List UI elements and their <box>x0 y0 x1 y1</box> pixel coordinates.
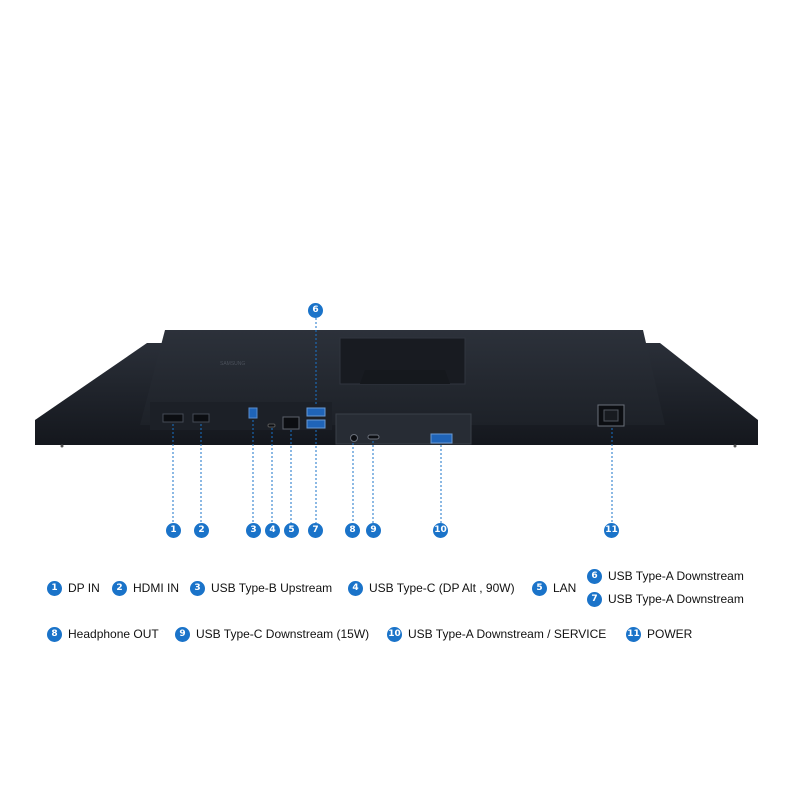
legend-item-1: 1 DP IN <box>47 580 100 596</box>
legend-item-4: 4 USB Type-C (DP Alt , 90W) <box>348 580 515 596</box>
legend-item-11: 11 POWER <box>626 626 692 642</box>
legend-label-6: USB Type-A Downstream <box>608 569 744 583</box>
legend-item-9: 9 USB Type-C Downstream (15W) <box>175 626 369 642</box>
usb-a-port-lower <box>306 419 326 429</box>
legend-item-7: 7 USB Type-A Downstream <box>587 591 744 607</box>
callout-badge-5: 5 <box>284 523 299 538</box>
callout-badge-1: 1 <box>166 523 181 538</box>
callout-badge-6: 6 <box>308 303 323 318</box>
callout-badge-7: 7 <box>308 523 323 538</box>
legend-item-3: 3 USB Type-B Upstream <box>190 580 332 596</box>
legend-badge-6: 6 <box>587 568 602 584</box>
legend-label-9: USB Type-C Downstream (15W) <box>196 627 370 641</box>
lan-port <box>282 416 300 430</box>
callout-badge-10: 10 <box>433 523 448 538</box>
legend-item-6: 6 USB Type-A Downstream <box>587 568 744 584</box>
legend-item-8: 8 Headphone OUT <box>47 626 159 642</box>
usb-a-service-port <box>430 433 453 444</box>
legend-badge-3: 3 <box>190 580 205 596</box>
legend-badge-4: 4 <box>348 580 363 596</box>
usb-b-port <box>248 407 258 419</box>
legend-label-2: HDMI IN <box>133 581 179 595</box>
usb-c-port <box>267 423 276 428</box>
callout-lines <box>172 318 613 523</box>
legend-badge-9: 9 <box>175 626 190 642</box>
legend-badge-8: 8 <box>47 626 62 642</box>
hdmi-port <box>192 413 210 423</box>
legend-badge-1: 1 <box>47 580 62 596</box>
legend-item-5: 5 LAN <box>532 580 576 596</box>
brand-mark: SAMSUNG <box>220 361 245 367</box>
legend-badge-10: 10 <box>387 626 402 642</box>
legend-badge-2: 2 <box>112 580 127 596</box>
callout-badge-2: 2 <box>194 523 209 538</box>
legend-label-8: Headphone OUT <box>68 627 159 641</box>
callout-badge-3: 3 <box>246 523 261 538</box>
dp-port <box>162 413 184 423</box>
callout-badge-8: 8 <box>345 523 360 538</box>
legend-label-4: USB Type-C (DP Alt , 90W) <box>369 581 515 595</box>
legend-badge-7: 7 <box>587 591 602 607</box>
usb-a-port-upper <box>306 407 326 417</box>
legend-label-7: USB Type-A Downstream <box>608 592 744 606</box>
headphone-jack <box>350 434 358 442</box>
legend-badge-5: 5 <box>532 580 547 596</box>
callout-badge-11: 11 <box>604 523 619 538</box>
legend-label-11: POWER <box>647 627 693 641</box>
legend-label-1: DP IN <box>68 581 100 595</box>
legend-item-10: 10 USB Type-A Downstream / SERVICE <box>387 626 606 642</box>
usb-c-downstream-port <box>367 434 380 440</box>
callout-badge-4: 4 <box>265 523 280 538</box>
legend-badge-11: 11 <box>626 626 641 642</box>
legend-item-2: 2 HDMI IN <box>112 580 179 596</box>
legend-label-10: USB Type-A Downstream / SERVICE <box>408 627 607 641</box>
callout-badge-9: 9 <box>366 523 381 538</box>
legend-label-3: USB Type-B Upstream <box>211 581 333 595</box>
legend-label-5: LAN <box>553 581 577 595</box>
